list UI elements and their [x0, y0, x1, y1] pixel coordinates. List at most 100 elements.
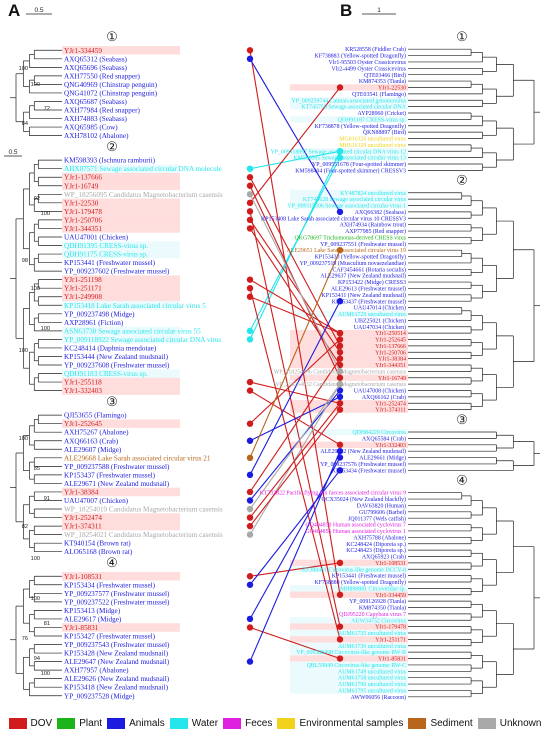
tip-highlight	[62, 335, 180, 344]
association-link	[249, 150, 341, 170]
legend-item-sediment: Sediment	[408, 717, 473, 729]
tip-label: QDH91175 CRESS-virus sp.	[64, 251, 148, 259]
association-link	[249, 50, 341, 595]
link-endpoint	[246, 165, 254, 172]
tip-highlight	[290, 349, 408, 356]
clade-number: ②	[106, 140, 118, 155]
tip-highlight	[62, 241, 180, 250]
tip-label: AUM61758 uncultured virus	[338, 676, 407, 682]
bootstrap-label: 84	[22, 121, 28, 127]
tip-label: YJr1-250706	[375, 350, 406, 356]
association-link	[249, 626, 341, 660]
tip-label: KP153433 (Yellow-spotted Dragonfly)	[314, 254, 406, 261]
association-link	[249, 390, 341, 446]
tip-label: KP153411 (New Zealand mudsnail)	[321, 292, 406, 299]
link-endpoint	[246, 182, 254, 189]
tip-label: KF388461 Circovirus-like genome DCCV-8	[302, 567, 406, 573]
tip-label: YP_009237576 (Freshwater mussel)	[320, 461, 406, 468]
tip-label: KF738883 (Yellow-spotted Dragonfly)	[314, 53, 406, 60]
tip-label: MG816326 uncultured virus	[339, 137, 406, 143]
tip-highlight	[62, 487, 180, 497]
tip-highlight	[62, 207, 180, 216]
tip-highlight	[62, 386, 180, 395]
tip-label: ALE29613 (Freshwater mussel)	[331, 286, 406, 293]
tip-label: AXQ66162 (Crab)	[362, 394, 406, 401]
legend-label: Sediment	[430, 717, 473, 729]
association-link	[249, 409, 341, 527]
link-endpoint	[246, 624, 254, 631]
tip-highlight	[62, 300, 180, 310]
tip-label: WP_18254021 Candidatus Magnetobacterium …	[64, 531, 223, 539]
link-endpoint	[336, 454, 344, 461]
tip-highlight	[290, 674, 408, 681]
tip-label: KT732822 Pacific flying fox faeces assoc…	[260, 490, 407, 497]
tip-label: YJr1-38384	[64, 488, 99, 496]
legend-item-water: Water	[169, 717, 218, 729]
tip-label: QCX35024 (New Zealand blackfly)	[322, 496, 406, 503]
link-endpoint	[336, 336, 344, 343]
tip-label: AXQ65696 (Seabass)	[64, 64, 127, 72]
bootstrap-label: 100	[31, 596, 40, 602]
tip-label: AXH77550 (Red snapper)	[64, 72, 140, 80]
tip-label: AXH75788 (Abalone)	[353, 534, 406, 541]
tip-highlight	[62, 181, 180, 191]
panel-a-letter: A	[8, 1, 21, 20]
tip-label: MH616329 uncultured virus	[339, 143, 406, 149]
tip-label: YJr1-251198	[64, 276, 102, 284]
association-link	[249, 279, 341, 334]
association-link	[249, 381, 341, 404]
tip-label: Vlr2-4499 Oyster Crassicevirus	[331, 66, 406, 72]
link-endpoint	[336, 329, 344, 337]
highlight-layer	[62, 46, 408, 694]
tip-highlight	[290, 195, 408, 203]
link-endpoint	[246, 420, 254, 427]
tip-label: KF738880 (Yellow-spotted Dragonfly)	[314, 579, 406, 586]
tip-highlight	[290, 648, 408, 656]
tip-highlight	[290, 97, 408, 104]
tip-label: YJr1-252474	[375, 401, 406, 407]
tip-highlight	[290, 680, 408, 688]
tip-label: KP153427 (Freshwater mussel)	[64, 633, 156, 641]
legend-label: DOV	[30, 717, 53, 729]
tip-label: YP_009237608 (Freshwater mussel)	[64, 362, 170, 370]
tip-label: KP153444 (New Zealand mudsnail)	[64, 353, 169, 361]
tip-highlight	[290, 336, 408, 343]
link-endpoint	[246, 55, 254, 63]
tip-label: KP153441 (Freshwater mussel)	[332, 573, 406, 580]
tip-label: QJI53655 (Flamingo)	[64, 412, 127, 420]
legend-item-environmental: Environmental samples	[277, 717, 403, 729]
tip-label: AUM61795 uncultured virus	[338, 688, 407, 694]
tip-label: WP_18254019 Candidatus Magnetobacterium …	[64, 506, 223, 514]
tip-label: YJr1-251171	[375, 637, 406, 643]
legend-label: Feces	[245, 717, 273, 729]
link-endpoint	[246, 615, 254, 623]
tip-label: GQ404856 Human associated cyclovirus 1	[305, 529, 406, 535]
tip-label: AXQ66163 (Crab)	[64, 437, 119, 445]
tip-label: AXH75267 (Abalone)	[64, 429, 129, 437]
tip-highlight	[290, 374, 408, 381]
legend-swatch	[169, 717, 188, 729]
tip-label: YP_009237602 (Freshwater mussel)	[64, 268, 170, 276]
tip-label: YJr1-38384	[378, 357, 406, 363]
tip-label: KP153413 (Midge)	[64, 607, 121, 615]
bootstrap-label: 91	[44, 496, 50, 502]
tip-label: KM874350 (Tianla)	[359, 605, 406, 612]
tip-label: JQ011377 (Wels catfish)	[348, 515, 406, 522]
bootstrap-label: 100	[19, 348, 28, 354]
tip-highlight	[290, 406, 408, 413]
tip-label: YJr1-344351	[64, 225, 102, 233]
tip-label: AXH74934 (Rainbow trout)	[340, 222, 406, 229]
tip-highlight	[290, 661, 408, 669]
link-endpoint	[336, 400, 344, 407]
tip-label: YJr1-137666	[64, 174, 102, 182]
tip-highlight	[290, 116, 408, 123]
bootstrap-label: 100	[31, 82, 40, 88]
tip-label: AXH77984 (Red snapper)	[64, 107, 140, 115]
association-link	[249, 194, 341, 372]
panel-b-letter: B	[340, 1, 353, 20]
tip-label: CAF3454661 (Rotaria socialis)	[332, 266, 406, 273]
link-endpoint	[246, 208, 254, 215]
scale-bar-label: 0.5	[34, 7, 43, 14]
association-link	[249, 358, 341, 493]
bootstrap-label: 98	[22, 258, 28, 264]
